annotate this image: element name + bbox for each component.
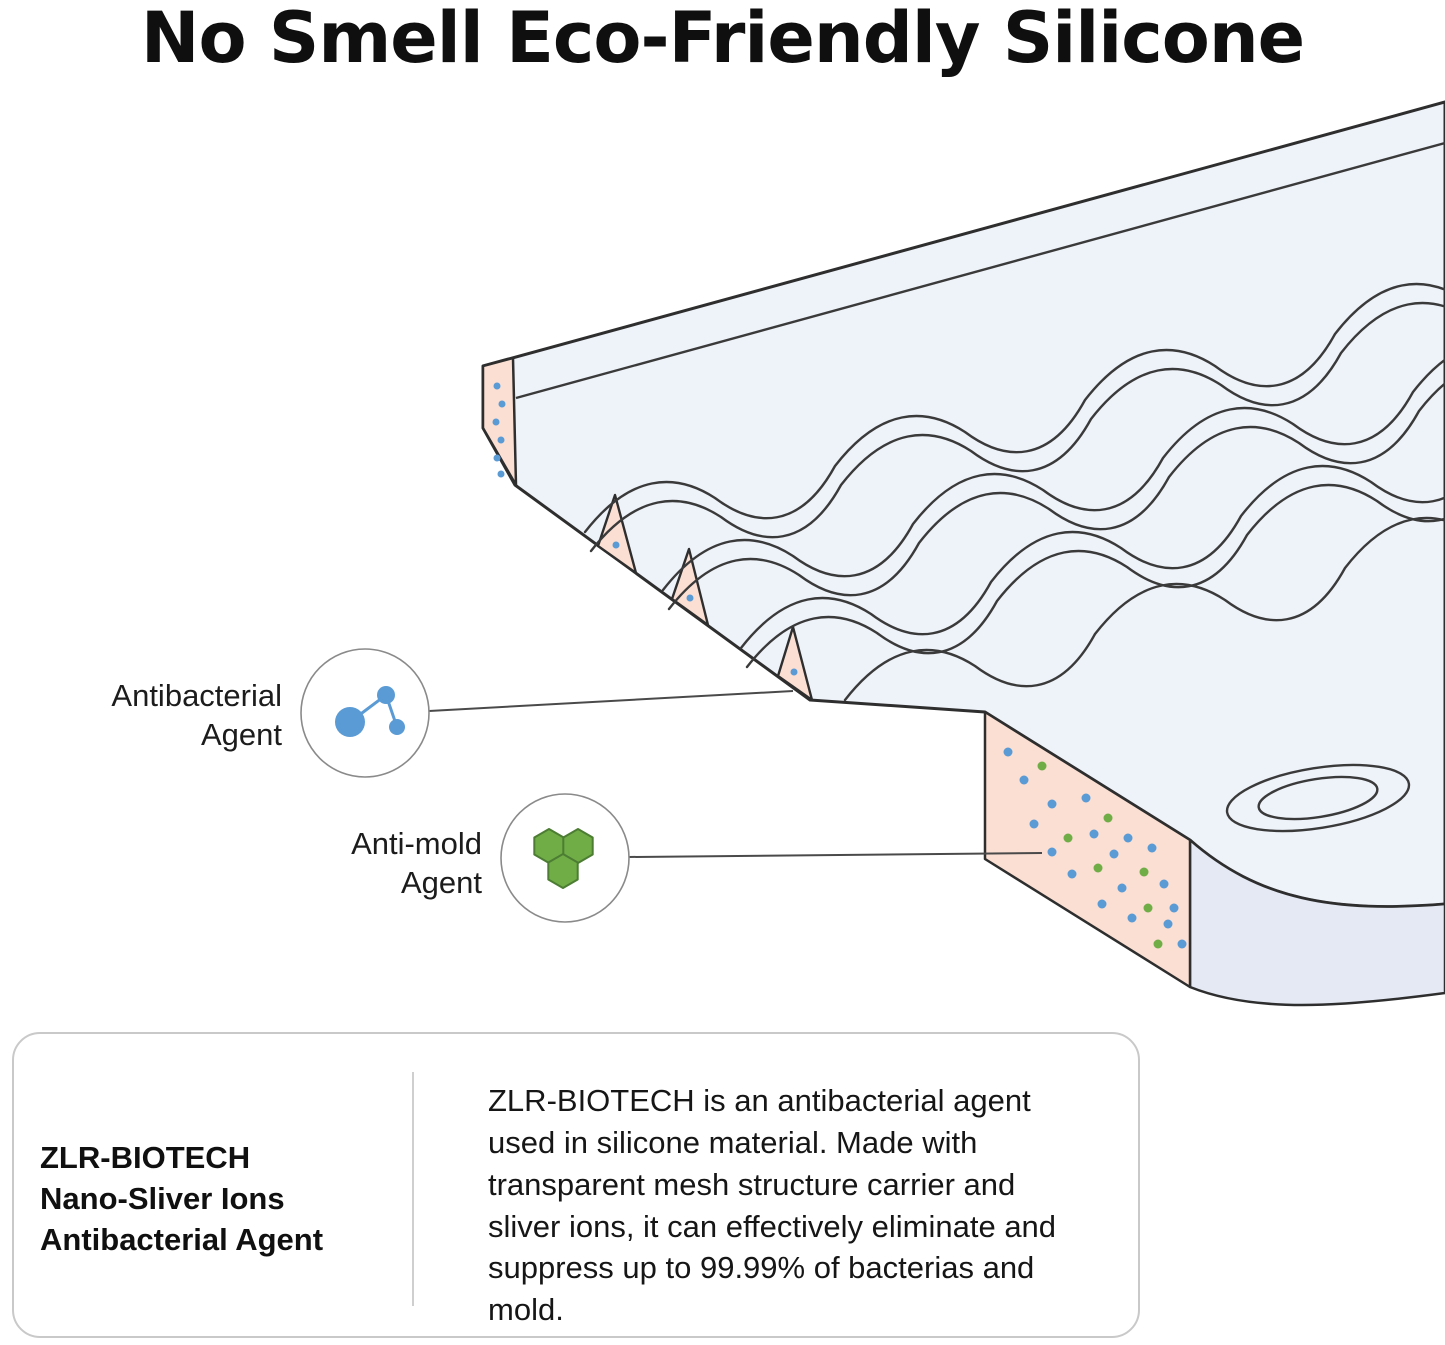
info-box: ZLR-BIOTECH Nano-Sliver Ions Antibacteri…: [12, 1032, 1140, 1338]
info-box-heading-line2: Nano-Sliver Ions: [40, 1180, 285, 1216]
antibacterial-callout-circle: [300, 648, 430, 778]
anti-mold-agent-label: Anti-mold Agent: [351, 824, 482, 902]
drain-ring: [1225, 763, 1411, 833]
antibacterial-agent-label-line2: Agent: [200, 717, 282, 753]
anti-mold-agent-label-line2: Agent: [400, 865, 482, 901]
antibacterial-leader-line: [428, 690, 794, 712]
antibacterial-agent-label: Antibacterial Agent: [111, 676, 282, 754]
cut-face-pink: [983, 710, 1192, 989]
anti-mold-agent-label-line1: Anti-mold: [351, 826, 482, 861]
info-box-divider: [412, 1072, 414, 1306]
left-edge-cut-strip: [481, 356, 518, 487]
mold-hexagons-icon: [533, 828, 594, 889]
info-box-heading-line3: Antibacterial Agent: [40, 1221, 324, 1257]
info-box-heading-line1: ZLR-BIOTECH: [40, 1140, 251, 1175]
molecule-icon: [335, 686, 405, 737]
silicone-mat: [481, 100, 1445, 1007]
surface-ridges: [583, 282, 1445, 702]
mat-side-band: [1188, 838, 1445, 1007]
antibacterial-agent-label-line1: Antibacterial: [111, 678, 282, 713]
info-box-heading: ZLR-BIOTECH Nano-Sliver Ions Antibacteri…: [40, 1138, 323, 1261]
antibacterial-agent-dots: [492, 382, 1187, 949]
antimold-callout-circle: [500, 793, 630, 923]
page-title: No Smell Eco-Friendly Silicone: [140, 0, 1305, 79]
antimold-leader-line: [628, 852, 1043, 858]
callout-leader-lines: [428, 690, 1043, 858]
mat-far-rim-line: [515, 141, 1445, 400]
info-box-body: ZLR-BIOTECH is an antibacterial agent us…: [488, 1083, 1057, 1328]
antimold-agent-dots: [1037, 761, 1163, 949]
mat-top-surface: [481, 100, 1445, 909]
